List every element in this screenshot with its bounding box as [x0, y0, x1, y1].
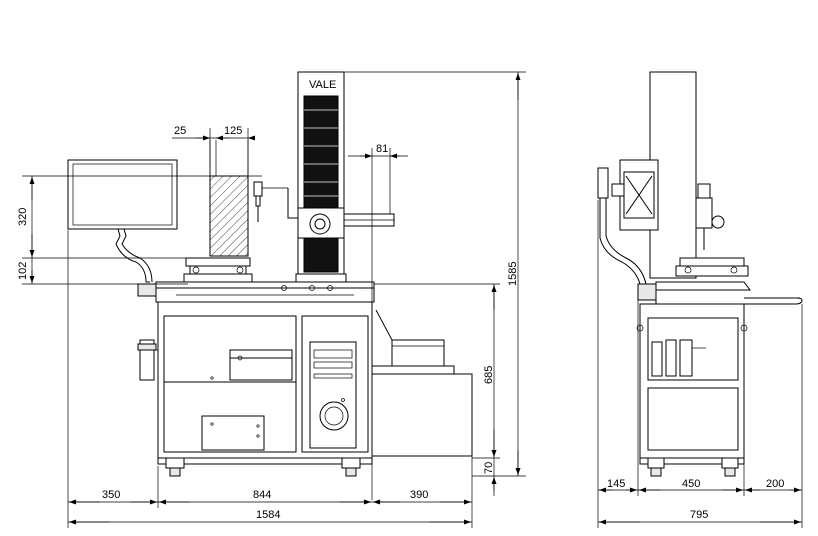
column: VALE: [297, 71, 395, 287]
dim-81: 81: [376, 143, 388, 155]
dim-1585: 1585: [507, 262, 519, 286]
dim-200: 200: [766, 478, 784, 490]
dim-350: 350: [102, 489, 120, 501]
cabinet: [157, 301, 373, 465]
dim-1584: 1584: [256, 509, 280, 521]
side-tray: [371, 309, 473, 457]
side-view: 145 450 200 795: [597, 71, 803, 528]
side-monitor-arm: [597, 167, 647, 285]
tool-holder: [209, 140, 249, 257]
feet: [165, 457, 361, 477]
dim-70: 70: [483, 462, 495, 474]
side-dimensions: 145 450 200 795: [597, 200, 803, 528]
dim-685: 685: [483, 366, 495, 384]
dim-102: 102: [17, 262, 29, 280]
dim-450: 450: [682, 478, 700, 490]
dim-320: 320: [17, 208, 29, 226]
dim-390: 390: [410, 489, 428, 501]
table-rail: [137, 281, 375, 303]
dim-844: 844: [253, 489, 271, 501]
dim-25: 25: [174, 125, 186, 137]
side-camera: [611, 159, 659, 231]
dim-125: 125: [224, 125, 242, 137]
brand-label: VALE: [309, 79, 336, 91]
side-stage: [675, 257, 749, 277]
monitor: [67, 159, 178, 283]
dim-145: 145: [607, 478, 625, 490]
front-view: VALE: [17, 71, 526, 528]
side-cabinet: [636, 303, 748, 465]
air-regulator: [137, 339, 158, 381]
front-dimensions: 25 125 81 320 102 1585: [17, 71, 526, 528]
dim-795: 795: [690, 509, 708, 521]
side-feet: [647, 457, 739, 477]
probe: [253, 181, 298, 222]
side-probe: [695, 183, 725, 250]
